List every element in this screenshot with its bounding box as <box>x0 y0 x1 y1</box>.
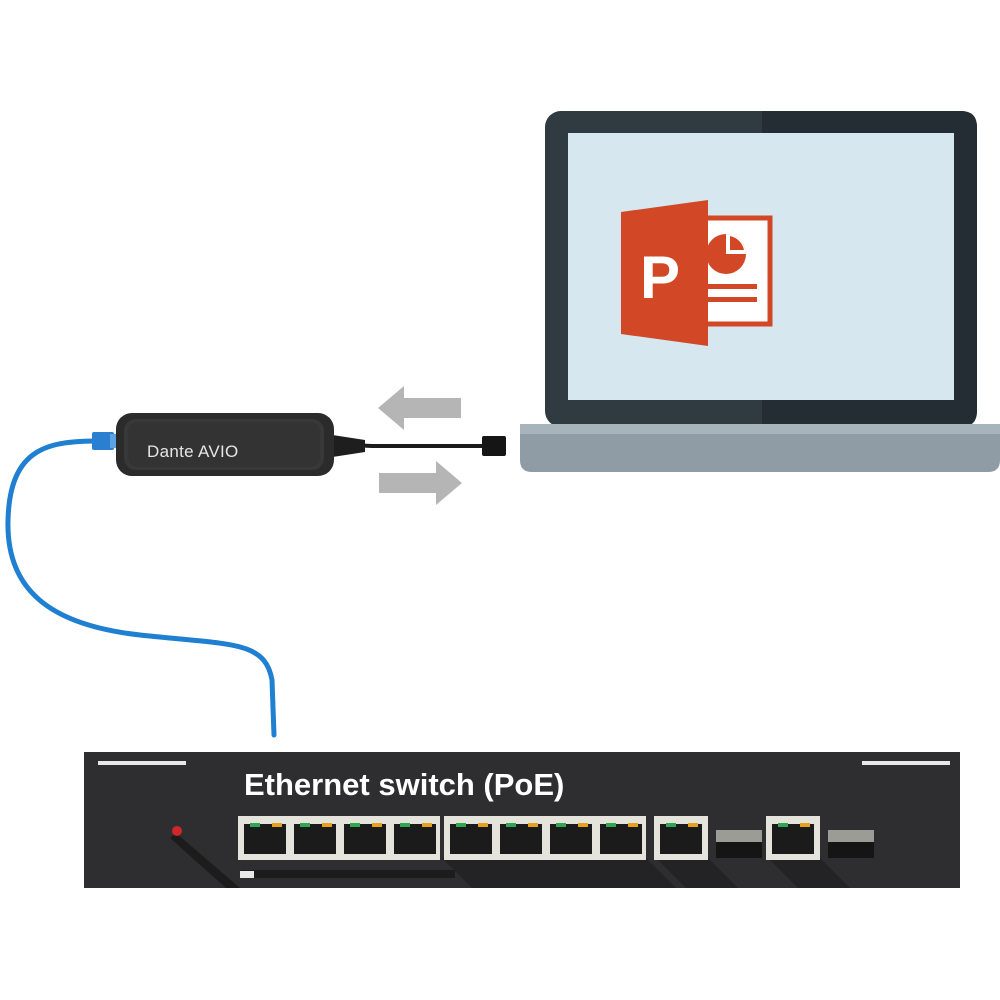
laptop-base <box>520 424 1000 472</box>
usb-strain-relief <box>326 434 365 458</box>
adapter-face <box>128 422 320 467</box>
ethernet-port <box>394 824 436 854</box>
dante-avio-adapter: Dante AVIO <box>116 413 334 476</box>
slide-line-1 <box>707 284 757 289</box>
ethernet-port <box>294 824 336 854</box>
uplink-port-2 <box>766 816 820 860</box>
ethernet-cable <box>5 432 277 738</box>
laptop: P <box>520 111 1000 472</box>
ethernet-port <box>600 824 642 854</box>
switch-rack-ear-right <box>862 761 950 765</box>
arrow-right-icon <box>379 461 462 505</box>
ethernet-port <box>344 824 386 854</box>
powerpoint-icon: P <box>621 200 773 346</box>
powerpoint-book <box>621 200 708 346</box>
usb-cable <box>326 434 506 458</box>
switch-front-strip <box>240 870 455 878</box>
rj45-plug <box>92 432 114 450</box>
ethernet-port <box>660 824 702 854</box>
ethernet-cable-line <box>5 438 277 738</box>
usb-connector <box>482 436 506 456</box>
ethernet-port <box>772 824 814 854</box>
sfp-slot-1 <box>716 830 762 858</box>
adapter-label: Dante AVIO <box>147 442 239 461</box>
ethernet-port <box>550 824 592 854</box>
poe-port-group-1 <box>238 816 440 860</box>
switch-led-shadow <box>170 833 240 888</box>
switch-rack-ear-left <box>98 761 186 765</box>
poe-port-group-2 <box>444 816 646 860</box>
laptop-base-top <box>520 424 1000 434</box>
ethernet-port <box>450 824 492 854</box>
switch-title: Ethernet switch (PoE) <box>244 767 564 802</box>
powerpoint-letter: P <box>640 244 680 311</box>
data-flow-arrows <box>378 386 462 505</box>
ethernet-switch: Ethernet switch (PoE) <box>84 752 960 888</box>
ethernet-port <box>500 824 542 854</box>
uplink-port-1 <box>654 816 708 860</box>
power-led <box>172 826 182 836</box>
sfp-slot-2 <box>828 830 874 858</box>
slide-line-2 <box>707 297 757 302</box>
ethernet-port <box>244 824 286 854</box>
arrow-left-icon <box>378 386 461 430</box>
